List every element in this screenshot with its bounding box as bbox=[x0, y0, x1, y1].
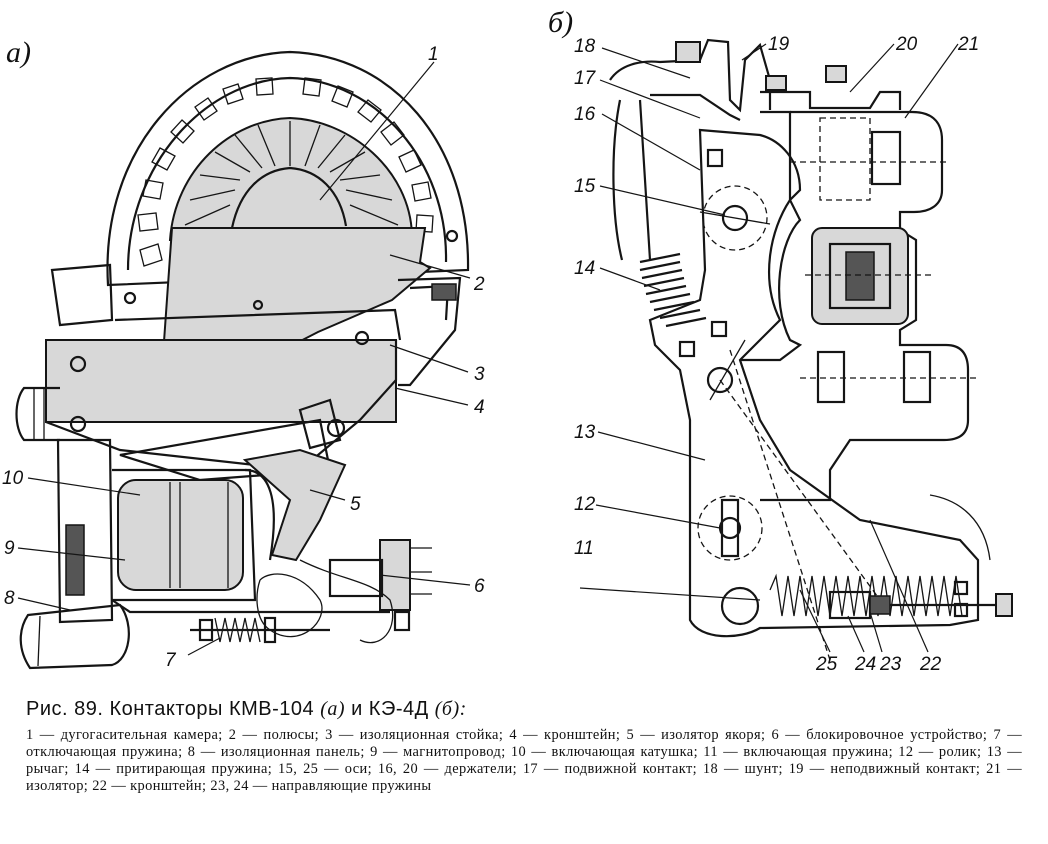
callout-2: 2 bbox=[473, 274, 485, 295]
panel-b-drawing: б) bbox=[548, 6, 1013, 675]
callout-12: 12 bbox=[574, 494, 596, 515]
pressing-spring-drawing bbox=[639, 252, 707, 328]
caption-legend: 1 — дугогасительная камера; 2 — полюсы; … bbox=[26, 727, 1022, 794]
callout-24: 24 bbox=[854, 654, 876, 675]
callout-8: 8 bbox=[4, 588, 15, 609]
caption-title-prefix: Рис. 89. Контакторы КМВ-104 bbox=[26, 698, 321, 720]
caption-title-b: (б): bbox=[434, 698, 467, 720]
callout-5: 5 bbox=[350, 494, 361, 515]
callout-17: 17 bbox=[574, 68, 597, 89]
frame-drawing bbox=[15, 263, 462, 482]
upper-contacts-drawing bbox=[609, 38, 902, 261]
caption-title-mid: и КЭ-4Д bbox=[345, 698, 435, 720]
callout-25: 25 bbox=[815, 654, 838, 675]
callout-14: 14 bbox=[574, 258, 595, 279]
armature-insulator-drawing bbox=[242, 448, 347, 562]
callout-9: 9 bbox=[4, 538, 15, 559]
callout-7: 7 bbox=[165, 650, 177, 671]
callout-16: 16 bbox=[574, 104, 596, 125]
callout-10: 10 bbox=[2, 468, 24, 489]
panel-b-callouts: 11 12 13 14 15 16 17 18 19 20 21 22 23 bbox=[574, 34, 979, 675]
callout-23: 23 bbox=[879, 654, 902, 675]
caption-title-a: (а) bbox=[320, 698, 346, 720]
callout-6: 6 bbox=[474, 576, 485, 597]
arc-chute-drawing bbox=[106, 50, 470, 305]
insulation-panel-drawing bbox=[19, 438, 130, 670]
callout-1: 1 bbox=[428, 44, 439, 65]
interlock-device-drawing bbox=[256, 539, 432, 644]
figure-caption: Рис. 89. Контакторы КМВ-104 (а) и КЭ-4Д … bbox=[26, 698, 1022, 795]
figure-drawings: а) bbox=[2, 6, 1013, 675]
callout-19: 19 bbox=[768, 34, 790, 55]
insulator-body-drawing bbox=[740, 110, 980, 502]
callout-15: 15 bbox=[574, 176, 596, 197]
panel-a-drawing: а) bbox=[2, 36, 485, 671]
caption-title: Рис. 89. Контакторы КМВ-104 (а) и КЭ-4Д … bbox=[26, 698, 1022, 721]
callout-21: 21 bbox=[957, 34, 979, 55]
callout-4: 4 bbox=[474, 397, 485, 418]
callout-11: 11 bbox=[574, 538, 594, 559]
lever-drawing bbox=[648, 128, 991, 661]
closing-spring-drawing bbox=[769, 573, 1013, 620]
panel-a-label: а) bbox=[6, 36, 31, 69]
callout-18: 18 bbox=[574, 36, 596, 57]
release-spring-drawing bbox=[190, 616, 330, 644]
coil-drawing bbox=[111, 468, 390, 614]
callout-22: 22 bbox=[919, 654, 942, 675]
panel-b-label: б) bbox=[548, 6, 573, 39]
callout-3: 3 bbox=[474, 364, 485, 385]
callout-20: 20 bbox=[895, 34, 918, 55]
callout-13: 13 bbox=[574, 422, 596, 443]
panel-a-callouts: 1 2 3 4 5 6 7 8 9 10 bbox=[2, 44, 485, 671]
